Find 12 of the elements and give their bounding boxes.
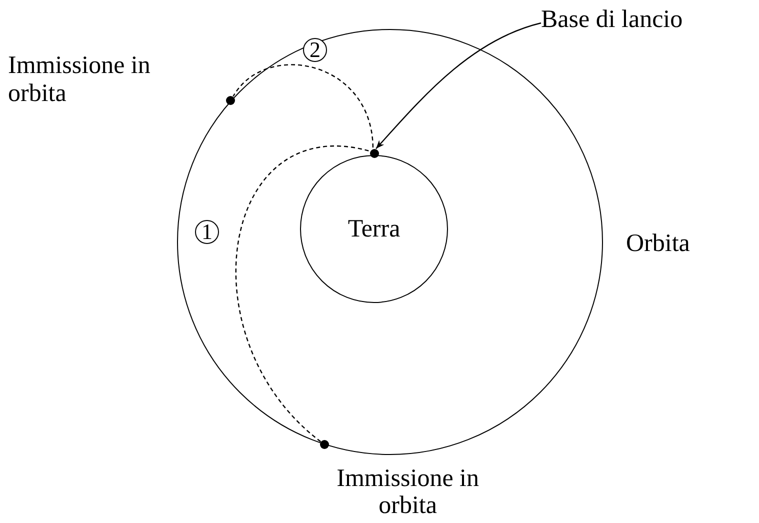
point-caption: Immissione in orbita <box>336 464 480 520</box>
leader-arrow <box>376 22 542 150</box>
point-caption: Immissione in orbita <box>8 52 152 107</box>
earth-circle <box>300 155 448 303</box>
path-number: 1 <box>195 220 219 244</box>
trajectory-path <box>232 64 374 148</box>
trajectory-path <box>235 146 369 443</box>
orbit-label: Orbita <box>626 230 690 258</box>
label-text: Base di lancio <box>541 6 684 34</box>
path-number: 2 <box>303 38 327 62</box>
point-marker <box>370 148 378 158</box>
earth-label: Terra <box>348 215 400 243</box>
